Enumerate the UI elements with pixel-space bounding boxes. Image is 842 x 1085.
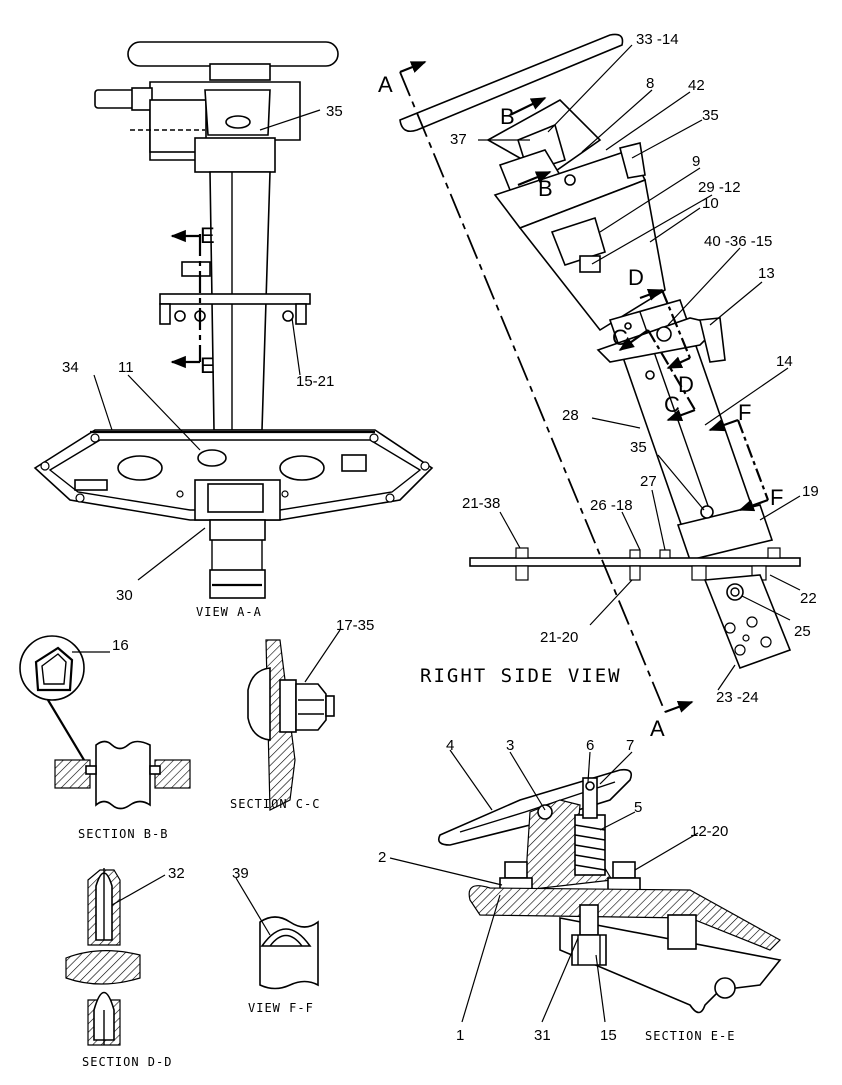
letter-a-top: A	[378, 72, 393, 97]
callout-11: 11	[118, 359, 134, 376]
callout-23-24: 23 -24	[716, 689, 759, 706]
section-ee-drawing	[437, 768, 782, 1014]
callout-7: 7	[626, 737, 634, 754]
caption-section-cc: SECTION C-C	[230, 797, 320, 811]
callout-12-20: 12-20	[690, 823, 728, 840]
callout-2: 2	[378, 849, 386, 866]
letter-c-bottom: C	[664, 392, 680, 417]
callout-33-14: 33 -14	[636, 31, 679, 48]
callout-15-21: 15-21	[296, 373, 334, 390]
callout-32: 32	[168, 865, 185, 882]
caption-right-side-view: RIGHT SIDE VIEW	[420, 665, 622, 687]
callout-17-35: 17-35	[336, 617, 374, 634]
callout-8: 8	[646, 75, 654, 92]
callout-35-right: 35	[702, 107, 719, 124]
letter-b-top: B	[500, 104, 515, 129]
callout-35-view-aa: 35	[326, 103, 343, 120]
callout-19: 19	[802, 483, 819, 500]
view-captions: VIEW A-A RIGHT SIDE VIEW SECTION B-B SEC…	[78, 605, 735, 1069]
view-aa-drawing	[33, 41, 434, 599]
letter-d-top: D	[628, 265, 644, 290]
caption-section-dd: SECTION D-D	[82, 1055, 172, 1069]
callout-28: 28	[562, 407, 579, 424]
callout-15-ee: 15	[600, 1027, 617, 1044]
right-side-view-drawing	[399, 33, 801, 714]
callout-1: 1	[456, 1027, 464, 1044]
callout-42: 42	[688, 77, 705, 94]
callout-14: 14	[776, 353, 793, 370]
caption-section-bb: SECTION B-B	[78, 827, 168, 841]
callout-3: 3	[506, 737, 514, 754]
letter-c-top: C	[612, 325, 628, 350]
callout-34: 34	[62, 359, 79, 376]
caption-section-ee: SECTION E-E	[645, 1029, 735, 1043]
callout-37: 37	[450, 131, 467, 148]
section-dd-drawing	[65, 868, 141, 1046]
callout-39: 39	[232, 865, 249, 882]
callout-25: 25	[794, 623, 811, 640]
callout-21-38: 21-38	[462, 495, 500, 512]
callout-6: 6	[586, 737, 594, 754]
view-ff-drawing	[259, 916, 319, 990]
section-bb-drawing	[19, 635, 191, 810]
letter-b-bottom: B	[538, 176, 553, 201]
caption-view-ff: VIEW F-F	[248, 1001, 314, 1015]
letter-e-bottom: E	[200, 353, 215, 378]
letter-d-bottom: D	[678, 372, 694, 397]
callout-31: 31	[534, 1027, 551, 1044]
callout-13: 13	[758, 265, 775, 282]
letter-f-bottom: F	[770, 485, 783, 510]
section-cc-drawing	[247, 639, 335, 811]
callout-26-18: 26 -18	[590, 497, 633, 514]
callout-30: 30	[116, 587, 133, 604]
callout-9: 9	[692, 153, 700, 170]
callout-4: 4	[446, 737, 454, 754]
letter-f-top: F	[738, 400, 751, 425]
letter-e-top: E	[200, 223, 215, 248]
callout-5: 5	[634, 799, 642, 816]
callout-27: 27	[640, 473, 657, 490]
callout-22: 22	[800, 590, 817, 607]
caption-view-aa: VIEW A-A	[196, 605, 262, 619]
section-letters: A A B B C C D D E E F F	[200, 72, 783, 741]
callouts: 35 34 11 15-21 30 33 -14 8 42 37 35 9 29…	[62, 31, 819, 1044]
callout-21-20: 21-20	[540, 629, 578, 646]
letter-a-bottom: A	[650, 716, 665, 741]
callout-16: 16	[112, 637, 129, 654]
callout-35-lower: 35	[630, 439, 647, 456]
leader-lines	[72, 44, 801, 1023]
callout-40-36-15: 40 -36 -15	[704, 233, 772, 250]
callout-10: 10	[702, 195, 719, 212]
callout-29-12: 29 -12	[698, 179, 741, 196]
